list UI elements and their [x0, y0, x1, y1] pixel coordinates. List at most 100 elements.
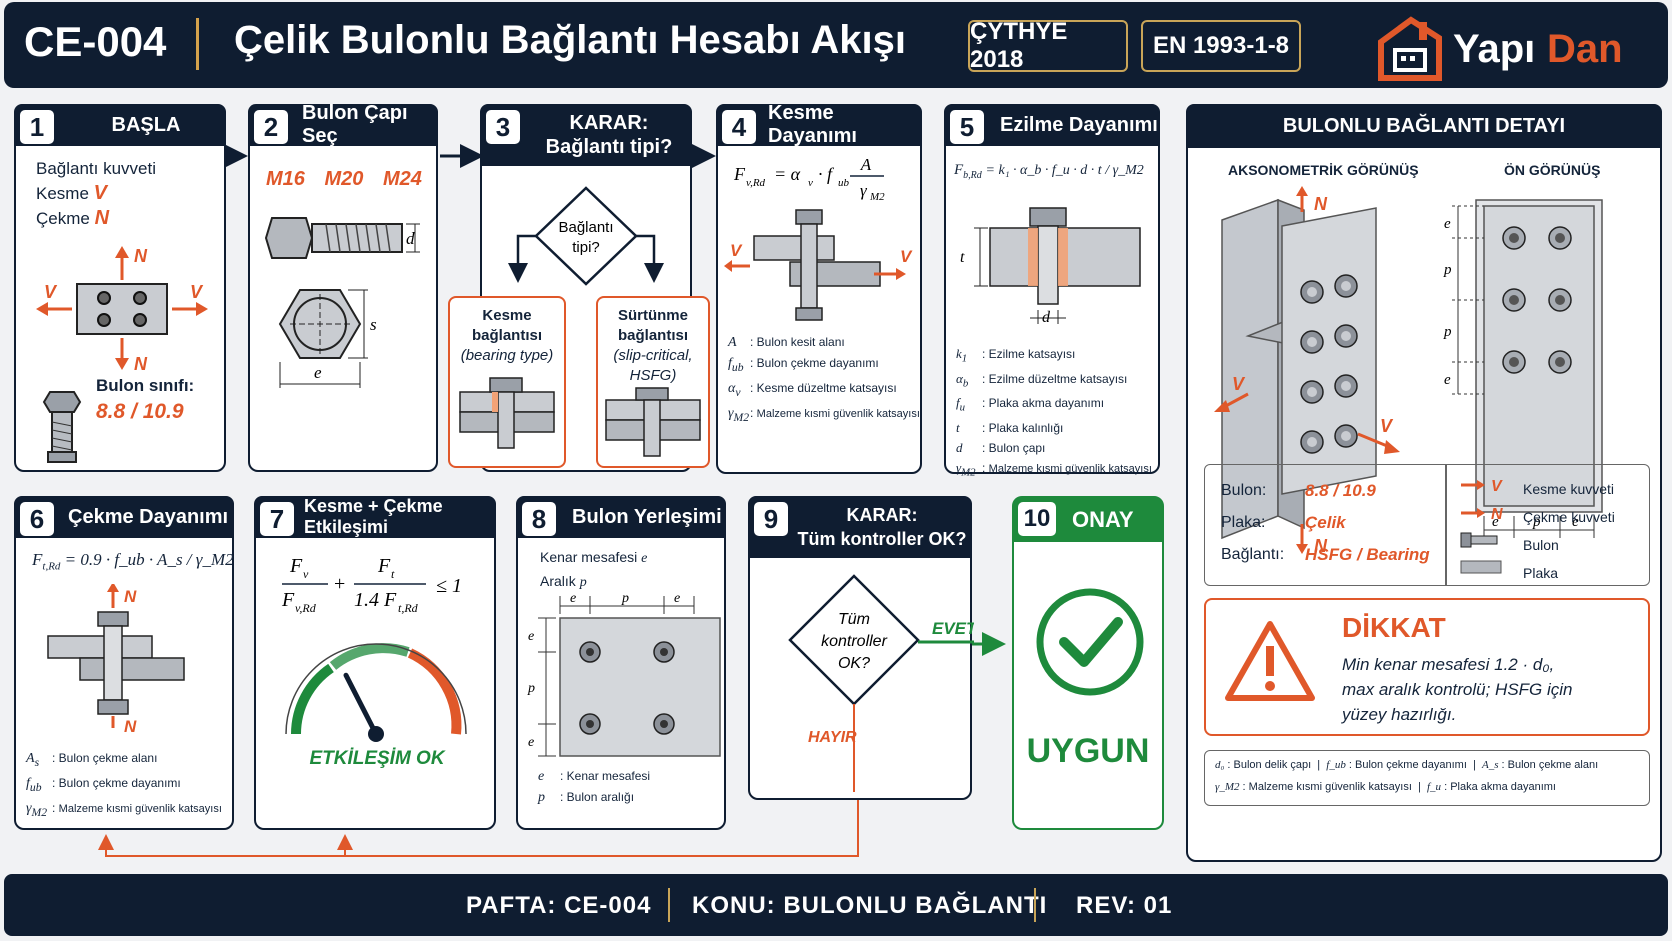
legend-sym: e: [538, 769, 545, 784]
det-n-bottom: N: [1314, 536, 1328, 556]
brand-name-a: Yapı: [1453, 27, 1535, 71]
f4-fub: · f: [818, 164, 835, 184]
bearing-figure: [459, 377, 555, 449]
note-desc: Bulon delik çapı: [1233, 759, 1312, 771]
warning-title: DİKKAT: [1342, 612, 1446, 643]
legend-desc: Plaka akma dayanımı: [988, 396, 1105, 411]
step-4-legend: A: Bulon kesit alanı fub: Bulon çekme da…: [728, 332, 920, 427]
legend-sym: f: [956, 395, 960, 411]
f5-t: t: [960, 249, 965, 266]
f6-n-bottom: N: [124, 717, 137, 734]
f6-formula: Ft,Rd = 0.9 · f_ub · A_s / γ_M2: [32, 550, 234, 572]
step-3-title-2: Bağlantı tipi?: [545, 136, 673, 158]
f7-fvrd: F: [281, 589, 295, 611]
step-7-panel: Kesme + Çekme Etkileşimi 7 F v F v,Rd + …: [254, 496, 496, 830]
legend-row: γM2: Malzeme kısmi güvenlik katsayısı: [728, 405, 920, 424]
decision9-no: HAYIR: [808, 729, 857, 746]
note-sym: f_u: [1426, 781, 1442, 793]
bolt-sizes: M16 M20 M24: [266, 168, 422, 191]
step-2-figure: d s e: [264, 217, 420, 388]
size-m16: M16: [266, 168, 305, 190]
legend-sub: ub: [731, 360, 744, 374]
spec-value-bolt: 8.8 / 10.9: [1305, 481, 1376, 500]
legend-row: γM2: Malzeme kısmi güvenlik katsayısı: [26, 800, 222, 819]
fv-p3: p: [1532, 514, 1541, 530]
step-2-panel: Bulon Çapı Seç 2 M16 M20 M24 d s e: [248, 102, 438, 472]
header-bar: [4, 2, 1668, 88]
step-6-title-text: Çekme Dayanımı: [68, 505, 229, 528]
legend-sym: d: [956, 439, 963, 455]
spec-value-plate: Çelik: [1305, 513, 1346, 532]
f4-mid-sub: v: [808, 177, 813, 189]
step-3-title-1: KARAR:: [569, 112, 649, 134]
decision9-yes: EVET: [932, 619, 974, 638]
sheet-code: CE-004: [24, 18, 167, 65]
legend-desc: Malzeme kısmi güvenlik katsayısı: [58, 802, 222, 815]
note-sym: γ_M2: [1215, 781, 1240, 793]
edge-sym: e: [641, 551, 648, 566]
key-plate: Plaka: [1523, 565, 1559, 581]
f7-fv: F: [289, 555, 303, 577]
legend-sub: M2: [961, 466, 976, 479]
legend-sym: A: [728, 335, 737, 350]
step-3-diamond: Bağlantı tipi?: [508, 186, 664, 286]
warning-icon: [1225, 621, 1315, 701]
step-7-number: 7: [258, 500, 296, 538]
key-bolt: Bulon: [1523, 537, 1559, 553]
warning-line-3: yüzey hazırlığı.: [1342, 705, 1457, 724]
note-desc: Bulon çekme dayanımı: [1355, 759, 1467, 771]
bearing-l3: (bearing type): [460, 347, 554, 364]
step-10-panel: ONAY 10 UYGUN: [1012, 496, 1164, 830]
fig1-v-right: V: [190, 282, 204, 302]
spec-value-connection: HSFG / Bearing: [1305, 545, 1430, 564]
legend-row: fub: Bulon çekme dayanımı: [26, 775, 181, 794]
step-8-number: 8: [520, 500, 558, 538]
detail-title: BULONLU BAĞLANTI DETAYI: [1186, 104, 1662, 148]
warning-text: Min kenar mesafesi 1.2 · d₀, max aralık …: [1342, 652, 1573, 727]
det-v-left: V: [1232, 374, 1246, 394]
header-divider: [196, 18, 199, 70]
legend-sym: f: [26, 775, 30, 791]
note-desc: Bulon çekme alanı: [1507, 759, 1599, 771]
step-9-diamond: Tüm kontroller OK? EVET HAYIR: [788, 574, 974, 792]
front-view-label: ÖN GÖRÜNÜŞ: [1504, 162, 1601, 178]
step-5-number: 5: [948, 108, 986, 146]
step-1-text: Bağlantı kuvveti Kesme V Çekme N: [36, 156, 156, 231]
step-7-title-text: Kesme + Çekme Etkileşimi: [304, 496, 443, 537]
legend-row: k1: Ezilme katsayısı: [956, 346, 1076, 365]
legend-row: t: Plaka kalınlığı: [956, 419, 1064, 435]
fig1-n-top: N: [134, 246, 148, 266]
step-7-figure: F v F v,Rd + F t 1.4 F t,Rd ≤ 1: [281, 555, 467, 742]
f4-fub-sub: ub: [838, 177, 850, 189]
legend-desc: Malzeme kısmi güvenlik katsayısı: [756, 407, 920, 420]
slip-figure: [605, 387, 701, 457]
legend-sub: ub: [29, 780, 42, 794]
step-6-number: 6: [18, 500, 56, 538]
f8-p-top: p: [621, 591, 629, 606]
spec-table: Bulon: Plaka: Bağlantı: 8.8 / 10.9 Çelik…: [1204, 464, 1650, 586]
f8-p-left: p: [527, 681, 535, 696]
legend-sub: M2: [31, 805, 48, 819]
det-n-top: N: [1314, 194, 1328, 214]
fig1-v-left: V: [44, 282, 58, 302]
standard-badge-cythye: ÇYTHYE 2018: [968, 18, 1128, 73]
legend-sym: α: [956, 370, 963, 386]
decision-q2: tipi?: [572, 239, 600, 256]
legend-row: As: Bulon çekme alanı: [26, 751, 158, 769]
standard-badge-en1993: EN 1993-1-8: [1141, 20, 1301, 72]
pitch-label: Aralık: [540, 573, 576, 589]
step-5-title-text: Ezilme Dayanımı: [1000, 113, 1158, 136]
note-desc: Malzeme kısmi güvenlik katsayısı: [1248, 781, 1412, 793]
spec-labels: Bulon: Plaka: Bağlantı:: [1221, 475, 1284, 571]
footer-divider-2: [1034, 888, 1036, 922]
legend-desc: Bulon kesit alanı: [756, 335, 845, 349]
legend-sub: s: [34, 755, 40, 769]
legend-sym: γ: [956, 459, 962, 475]
brand-logo-icon: Yapı Dan: [1378, 16, 1623, 81]
fv-e4: e: [1572, 514, 1579, 530]
step-8-figure: e p e e p e: [527, 591, 721, 757]
f4-lhs-sub: v,Rd: [746, 177, 766, 189]
step-5-panel: Ezilme Dayanımı 5 Fb,Rd = k₁ · α_b · f_u…: [944, 104, 1160, 478]
f5-d: d: [1042, 309, 1051, 326]
check-icon: [1036, 588, 1144, 696]
